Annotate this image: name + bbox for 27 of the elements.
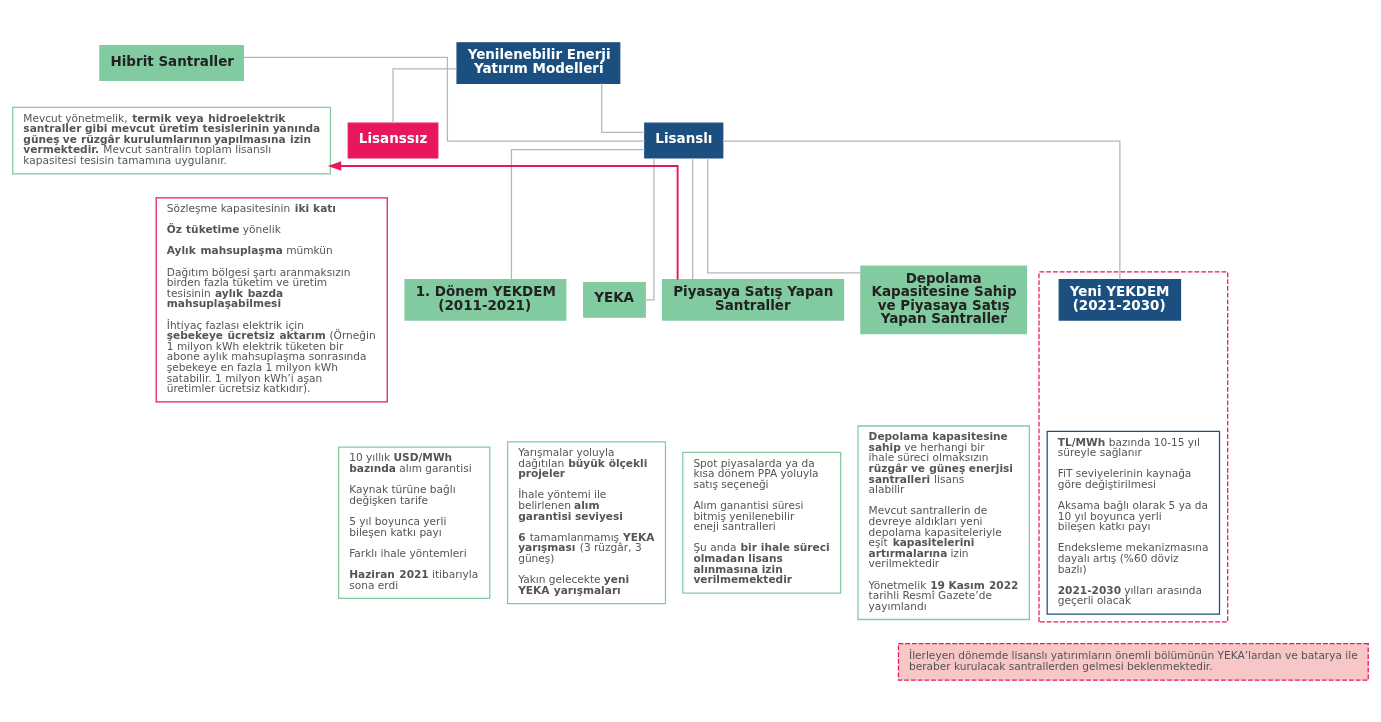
node-box: İlerleyen dönemde lisanslı yatırımların önemli bölümünün YEKA’lardan ve batarya ile beraber kurulacak santrallerden gelmesi beklenmektedir. bbox=[897, 642, 1369, 681]
node-box: Sözleşme kapasitesinin iki katı Öz tüketime yönelik Aylık mahsuplaşma mümkün Dağıtım bölgesi şartı aranmaksızın birden fazla tüketim ve üretim tesisinin aylık bazda mahsuplaşabilmesi İhtiyaç fazlası elektrik için şebekeye ücretsiz aktarım (Örneğin 1 milyon kWh elektrik tüketen bir abone aylık mahsuplaşma sonrasında şebekeye en fazla 1 milyon kWh satabilir. 1 milyon kWh’i aşan üretimler ücretsiz katkıdır). bbox=[155, 196, 388, 403]
node-box: Lisanslı bbox=[644, 122, 724, 158]
node-box: Yeni YEKDEM (2021-2030) bbox=[1058, 278, 1182, 321]
connector bbox=[242, 56, 646, 142]
node-box: Yarışmalar yoluyla dağıtılan büyük ölçekli projeler İhale yöntemi ile belirlenen alım garantisi seviyesi 6 tamamlanmamış YEKA yarışması (3 rüzgâr, 3 güneş) Yakın gelecekte yeni YEKA yarışmaları bbox=[506, 440, 667, 604]
connector bbox=[644, 156, 655, 300]
node-box: Depolama Kapasitesine Sahip ve Piyasaya Satış Yapan Santraller bbox=[860, 265, 1028, 334]
node-box: TL/MWh bazında 10-15 yıl süreyle sağlanır FiT seviyelerinin kaynağa göre değiştirilmesi Aksama bağlı olarak 5 ya da 10 yıl boyunca yerli bileşen katkı payı Endeksleme mekanizmasına dayalı artış (%60 döviz bazlı) 2021-2030 yılları arasında geçerli olacak bbox=[1046, 430, 1221, 615]
node-box: Yenilenebilir Enerji Yatırım Modelleri bbox=[456, 41, 621, 84]
cluster bbox=[1038, 270, 1229, 623]
connector bbox=[601, 82, 646, 133]
arrow bbox=[327, 160, 679, 281]
connector bbox=[692, 156, 694, 280]
node-box: 1. Dönem YEKDEM (2011-2021) bbox=[404, 278, 567, 321]
node-box: Lisanssız bbox=[347, 122, 439, 158]
node-box: Spot piyasalarda ya da kısa dönem PPA yoluyla satış seçeneği Alım ganantisi süresi bitmiş yenilenebilir eneji santralleri Şu anda bir ihale süreci olmadan lisans alınmasına izin verilmemektedir bbox=[682, 451, 842, 594]
node-box: Hibrit Santraller bbox=[99, 44, 244, 81]
node-box: 10 yıllık USD/MWh bazında alım garantisi Kaynak türüne bağlı değişken tarife 5 yıl boyunca yerli bileşen katkı payı Farklı ihale yöntemleri Haziran 2021 itibarıyla sona erdi bbox=[338, 446, 491, 599]
connector bbox=[707, 157, 862, 274]
node-box: Piyasaya Satış Yapan Santraller bbox=[661, 278, 845, 321]
node-box: YEKA bbox=[583, 281, 646, 318]
connector bbox=[510, 148, 646, 280]
node-box: Mevcut yönetmelik, termik veya hidroelektrik santraller gibi mevcut üretim tesislerinin yanında güneş ve rüzgâr kurulumlarının yapılmasına izin vermektedir. Mevcut santralin toplam lisanslı kapasitesi tesisin tamamına uygulanır. bbox=[12, 106, 332, 174]
connector bbox=[392, 67, 458, 124]
node-box: Depolama kapasitesine sahip ve herhangi bir ihale süreci olmaksızın rüzgâr ve güneş enerjisi santralleri lisans alabilir Mevcut santrallerin de devreye aldıkları yeni depolama kapasiteleriyle eşit kapasitelerini artırmalarına izin verilmektedir Yönetmelik 19 Kasım 2022 tarihli Resmî Gazete’de yayımlandı bbox=[857, 424, 1030, 620]
connector bbox=[722, 139, 1121, 280]
